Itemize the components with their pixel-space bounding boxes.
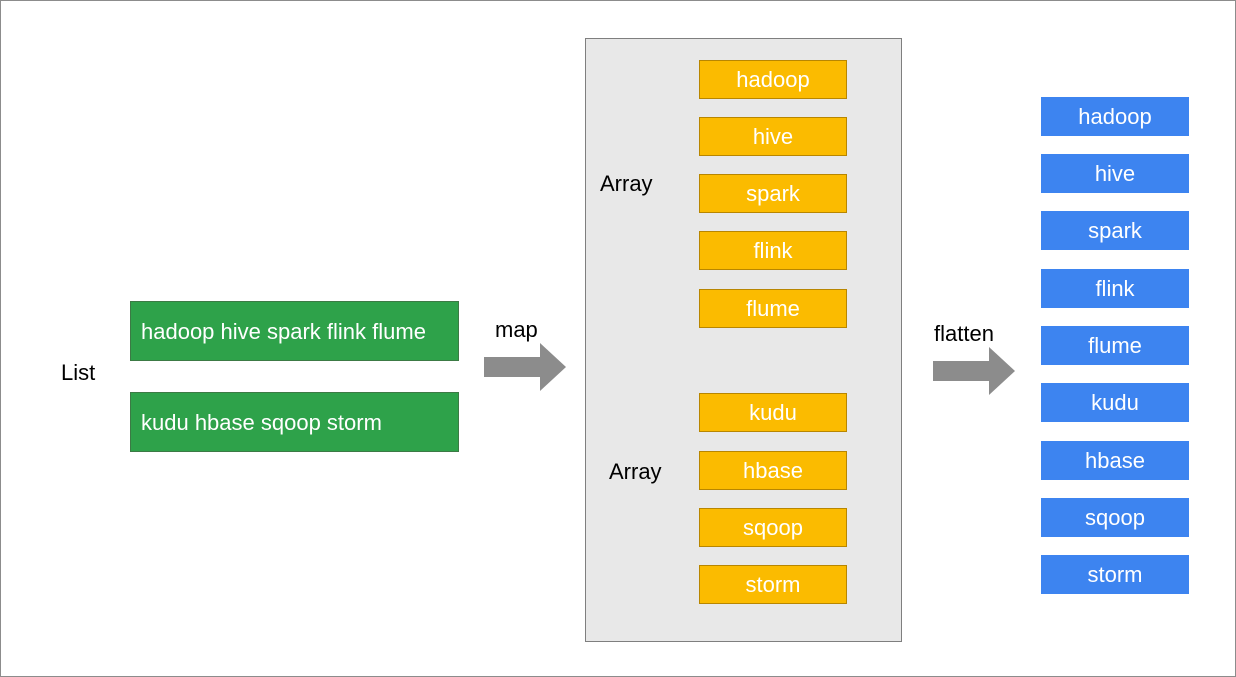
flattened-item: sqoop	[1041, 498, 1189, 537]
array-item: spark	[699, 174, 847, 213]
array-item: kudu	[699, 393, 847, 432]
map-label: map	[495, 317, 538, 342]
array-item: storm	[699, 565, 847, 604]
flattened-item: flume	[1041, 326, 1189, 365]
array-item: flink	[699, 231, 847, 270]
array-item: hive	[699, 117, 847, 156]
flattened-item: storm	[1041, 555, 1189, 594]
flattened-item: hive	[1041, 154, 1189, 193]
right-arrow-icon	[484, 343, 566, 391]
flattened-item: hbase	[1041, 441, 1189, 480]
flattened-item: hadoop	[1041, 97, 1189, 136]
list-item: hadoop hive spark flink flume	[130, 301, 459, 361]
array-item: hbase	[699, 451, 847, 490]
flatten-label: flatten	[934, 321, 994, 346]
flattened-item: spark	[1041, 211, 1189, 250]
list-label: List	[61, 360, 96, 385]
array-label: Array	[600, 171, 653, 196]
flattened-item: kudu	[1041, 383, 1189, 422]
array-item: hadoop	[699, 60, 847, 99]
flattened-item: flink	[1041, 269, 1189, 308]
list-item: kudu hbase sqoop storm	[130, 392, 459, 452]
array-item: sqoop	[699, 508, 847, 547]
array-item: flume	[699, 289, 847, 328]
array-label: Array	[609, 459, 662, 484]
right-arrow-icon	[933, 347, 1015, 395]
